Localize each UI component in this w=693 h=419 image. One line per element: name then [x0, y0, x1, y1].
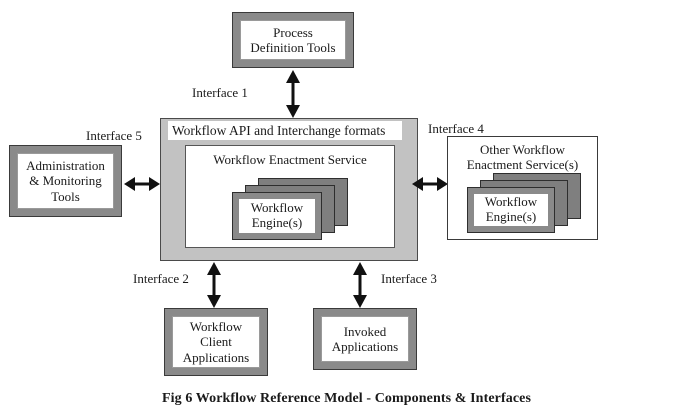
engine-card-front: Workflow Engine(s) [232, 192, 322, 240]
pdt-line-1: Process [273, 24, 313, 40]
workflow-client-applications-label: Workflow Client Applications [183, 319, 249, 364]
ia-line-1: Invoked [343, 323, 387, 339]
other-engine-line-2: Engine(s) [485, 209, 537, 224]
arrow-interface-2 [207, 262, 221, 308]
center-engine-line-2: Engine(s) [251, 215, 303, 230]
invoked-applications-inner: Invoked Applications [321, 316, 409, 362]
process-definition-tools-label: Process Definition Tools [250, 25, 335, 55]
workflow-enactment-service-box: Workflow Enactment Service Workflow Engi… [185, 145, 395, 248]
workflow-enactment-service-title: Workflow Enactment Service [213, 152, 367, 167]
process-definition-tools-inner: Process Definition Tools [240, 20, 346, 60]
interface-2-label: Interface 2 [133, 271, 189, 286]
ia-line-2: Applications [331, 339, 399, 354]
component-other-enactment-service: Other Workflow Enactment Service(s) Work… [447, 136, 598, 240]
wca-line-3: Applications [182, 349, 250, 365]
arrow-interface-4 [412, 177, 448, 191]
arrow-interface-3 [353, 262, 367, 308]
admin-monitoring-tools-label: Administration & Monitoring Tools [26, 158, 105, 203]
arrow-interface-1 [286, 70, 300, 118]
workflow-engine-label-center: Workflow Engine(s) [239, 199, 315, 233]
interface-3-label: Interface 3 [381, 271, 437, 286]
interface-5-label: Interface 5 [86, 128, 142, 143]
component-invoked-applications: Invoked Applications [313, 308, 417, 370]
amt-line-3: Tools [51, 188, 80, 204]
figure-caption: Fig 6 Workflow Reference Model - Compone… [161, 391, 531, 406]
interface-4-label: Interface 4 [428, 121, 484, 136]
amt-line-2: & Monitoring [29, 173, 102, 189]
pdt-line-2: Definition Tools [250, 40, 336, 55]
engine-card-front-other: Workflow Engine(s) [467, 187, 555, 233]
component-process-definition-tools: Process Definition Tools [232, 12, 354, 68]
other-engine-line-1: Workflow [484, 194, 538, 210]
workflow-engine-label-other: Workflow Engine(s) [474, 194, 548, 226]
component-admin-monitoring-tools: Administration & Monitoring Tools [9, 145, 122, 217]
amt-line-1: Administration [26, 158, 105, 174]
interface-1-label: Interface 1 [192, 85, 248, 100]
oes-title-line-1: Other Workflow [479, 142, 565, 157]
workflow-client-applications-inner: Workflow Client Applications [172, 316, 260, 368]
wca-line-1: Workflow [189, 319, 243, 335]
center-engine-line-1: Workflow [250, 200, 304, 216]
workflow-engine-stack-other: Workflow Engine(s) [467, 173, 589, 233]
workflow-enactment-container: Workflow API and Interchange formats Wor… [160, 118, 418, 261]
invoked-applications-label: Invoked Applications [332, 324, 398, 354]
arrow-interface-5 [124, 177, 160, 191]
workflow-engine-stack-center: Workflow Engine(s) [232, 178, 358, 240]
component-workflow-client-applications: Workflow Client Applications [164, 308, 268, 376]
other-enactment-service-title: Other Workflow Enactment Service(s) [448, 142, 597, 173]
workflow-api-banner: Workflow API and Interchange formats [168, 121, 402, 140]
oes-title-line-2: Enactment Service(s) [466, 157, 579, 173]
admin-monitoring-tools-inner: Administration & Monitoring Tools [17, 153, 114, 209]
wca-line-2: Client [200, 334, 232, 350]
